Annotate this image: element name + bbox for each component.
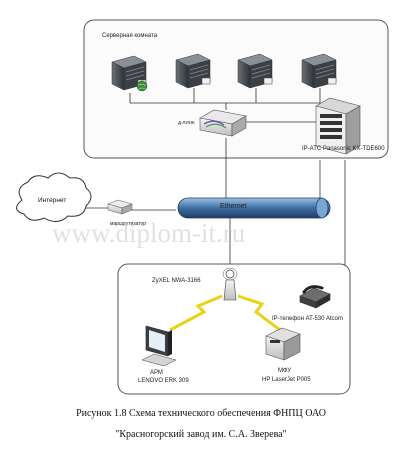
- workstation-label-2: LENOVO ERK 309: [138, 378, 189, 384]
- wireless-link-left: [169, 294, 223, 332]
- computer-icon: [141, 325, 177, 367]
- phone-icon: [299, 285, 331, 309]
- server-icon: [237, 53, 273, 89]
- internet-label: Интернет: [38, 197, 66, 204]
- switch-icon: [199, 109, 247, 137]
- caption-line-2: "Красногорский завод им. С.А. Зверева": [115, 429, 286, 440]
- switch-label: Д-ЛИНК: [178, 120, 195, 125]
- pbx-icon: [315, 97, 361, 155]
- server-room-frame: [83, 19, 389, 159]
- server-icon: [175, 53, 211, 89]
- caption-line-1: Рисунок 1.8 Схема технического обеспечен…: [76, 408, 326, 419]
- access-point-icon: [222, 267, 238, 301]
- ethernet-label: Ethernet: [220, 203, 247, 210]
- router-label: маршрутизатор: [110, 221, 146, 227]
- wan-link: [86, 207, 176, 211]
- server-icon: [111, 55, 148, 92]
- router-icon: [107, 199, 133, 215]
- cloud-icon: [16, 172, 92, 222]
- office-frame: [117, 263, 351, 395]
- printer-label-1: МФУ: [278, 368, 291, 374]
- ethernet-bus: [177, 197, 331, 219]
- printer-label-2: HP LaserJet P005: [262, 377, 311, 383]
- workstation-label-1: АРМ: [150, 370, 163, 376]
- wireless-link-right: [237, 294, 281, 332]
- server-icon: [301, 53, 337, 89]
- watermark: www.diplom-it.ru: [52, 218, 246, 248]
- phone-label: IP-телефон AT-530 Atcom: [272, 316, 343, 322]
- access-point-label: ZyXEL NWA-3166: [152, 278, 201, 284]
- pbx-label: IP-АТС Panasonic KX-TDE600: [302, 146, 385, 152]
- server-room-label: Серверная комната: [102, 33, 158, 39]
- printer-icon: [265, 327, 301, 361]
